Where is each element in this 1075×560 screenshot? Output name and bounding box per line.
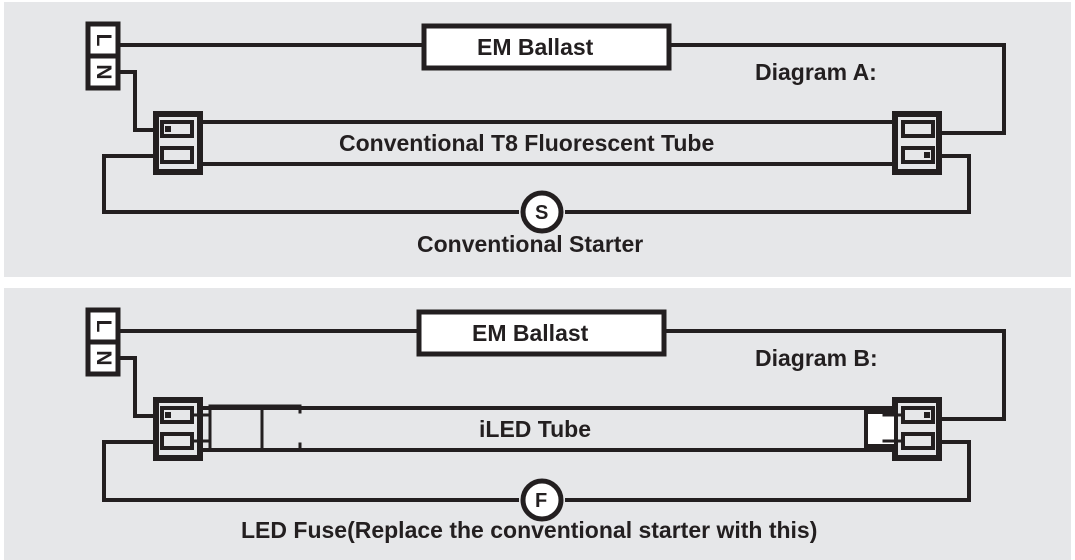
tube-left-endcap-a xyxy=(153,111,203,175)
diagram-a-panel: L N EM Ballast Diagram A: Conventional T… xyxy=(4,2,1071,277)
led-fuse-symbol xyxy=(520,478,564,522)
neutral-wire-a xyxy=(116,70,158,132)
tube-label-a: Conventional T8 Fluorescent Tube xyxy=(339,130,715,156)
tube-left-endcap-b xyxy=(153,397,203,461)
starter-caption: Conventional Starter xyxy=(417,231,644,257)
live-terminal-label-a: L xyxy=(92,33,115,47)
diagram-b-panel: L N EM Ballast Diagram B: iLED Tube F LE… xyxy=(4,288,1071,560)
fluorescent-tube-body xyxy=(200,120,894,166)
mains-terminal-block-b xyxy=(85,307,121,377)
fuse-symbol-letter: F xyxy=(535,490,548,512)
tube-right-endcap-b xyxy=(892,397,942,461)
diagram-b-schematic xyxy=(4,288,1071,560)
tube-right-endcap-a xyxy=(892,111,942,175)
starter-left-wire-a xyxy=(102,154,519,214)
fuse-left-wire-b xyxy=(102,440,519,502)
ballast-output-wire-a xyxy=(667,43,1006,135)
diagram-a-title: Diagram A: xyxy=(755,59,877,85)
live-terminal-label-b: L xyxy=(92,319,115,333)
ballast-output-wire-b xyxy=(662,329,1006,421)
tube-label-b: iLED Tube xyxy=(479,416,592,442)
led-tube-body xyxy=(200,406,894,452)
conventional-starter-symbol xyxy=(520,190,564,234)
em-ballast-label-a: EM Ballast xyxy=(477,34,594,60)
fuse-caption: LED Fuse(Replace the conventional starte… xyxy=(241,517,818,543)
neutral-terminal-label-b: N xyxy=(92,350,115,366)
diagram-a-schematic xyxy=(4,2,1071,277)
neutral-terminal-label-a: N xyxy=(92,64,115,80)
fuse-right-wire-b xyxy=(565,440,971,502)
mains-terminal-block-a xyxy=(85,21,121,91)
diagram-b-title: Diagram B: xyxy=(755,345,878,371)
em-ballast-label-b: EM Ballast xyxy=(472,320,589,346)
starter-symbol-letter: S xyxy=(535,202,549,224)
starter-right-wire-a xyxy=(565,154,971,214)
led-internal-driver-left xyxy=(190,404,302,452)
neutral-wire-b xyxy=(116,356,158,418)
led-internal-driver-right xyxy=(864,410,905,448)
em-ballast-box-a xyxy=(421,23,672,71)
